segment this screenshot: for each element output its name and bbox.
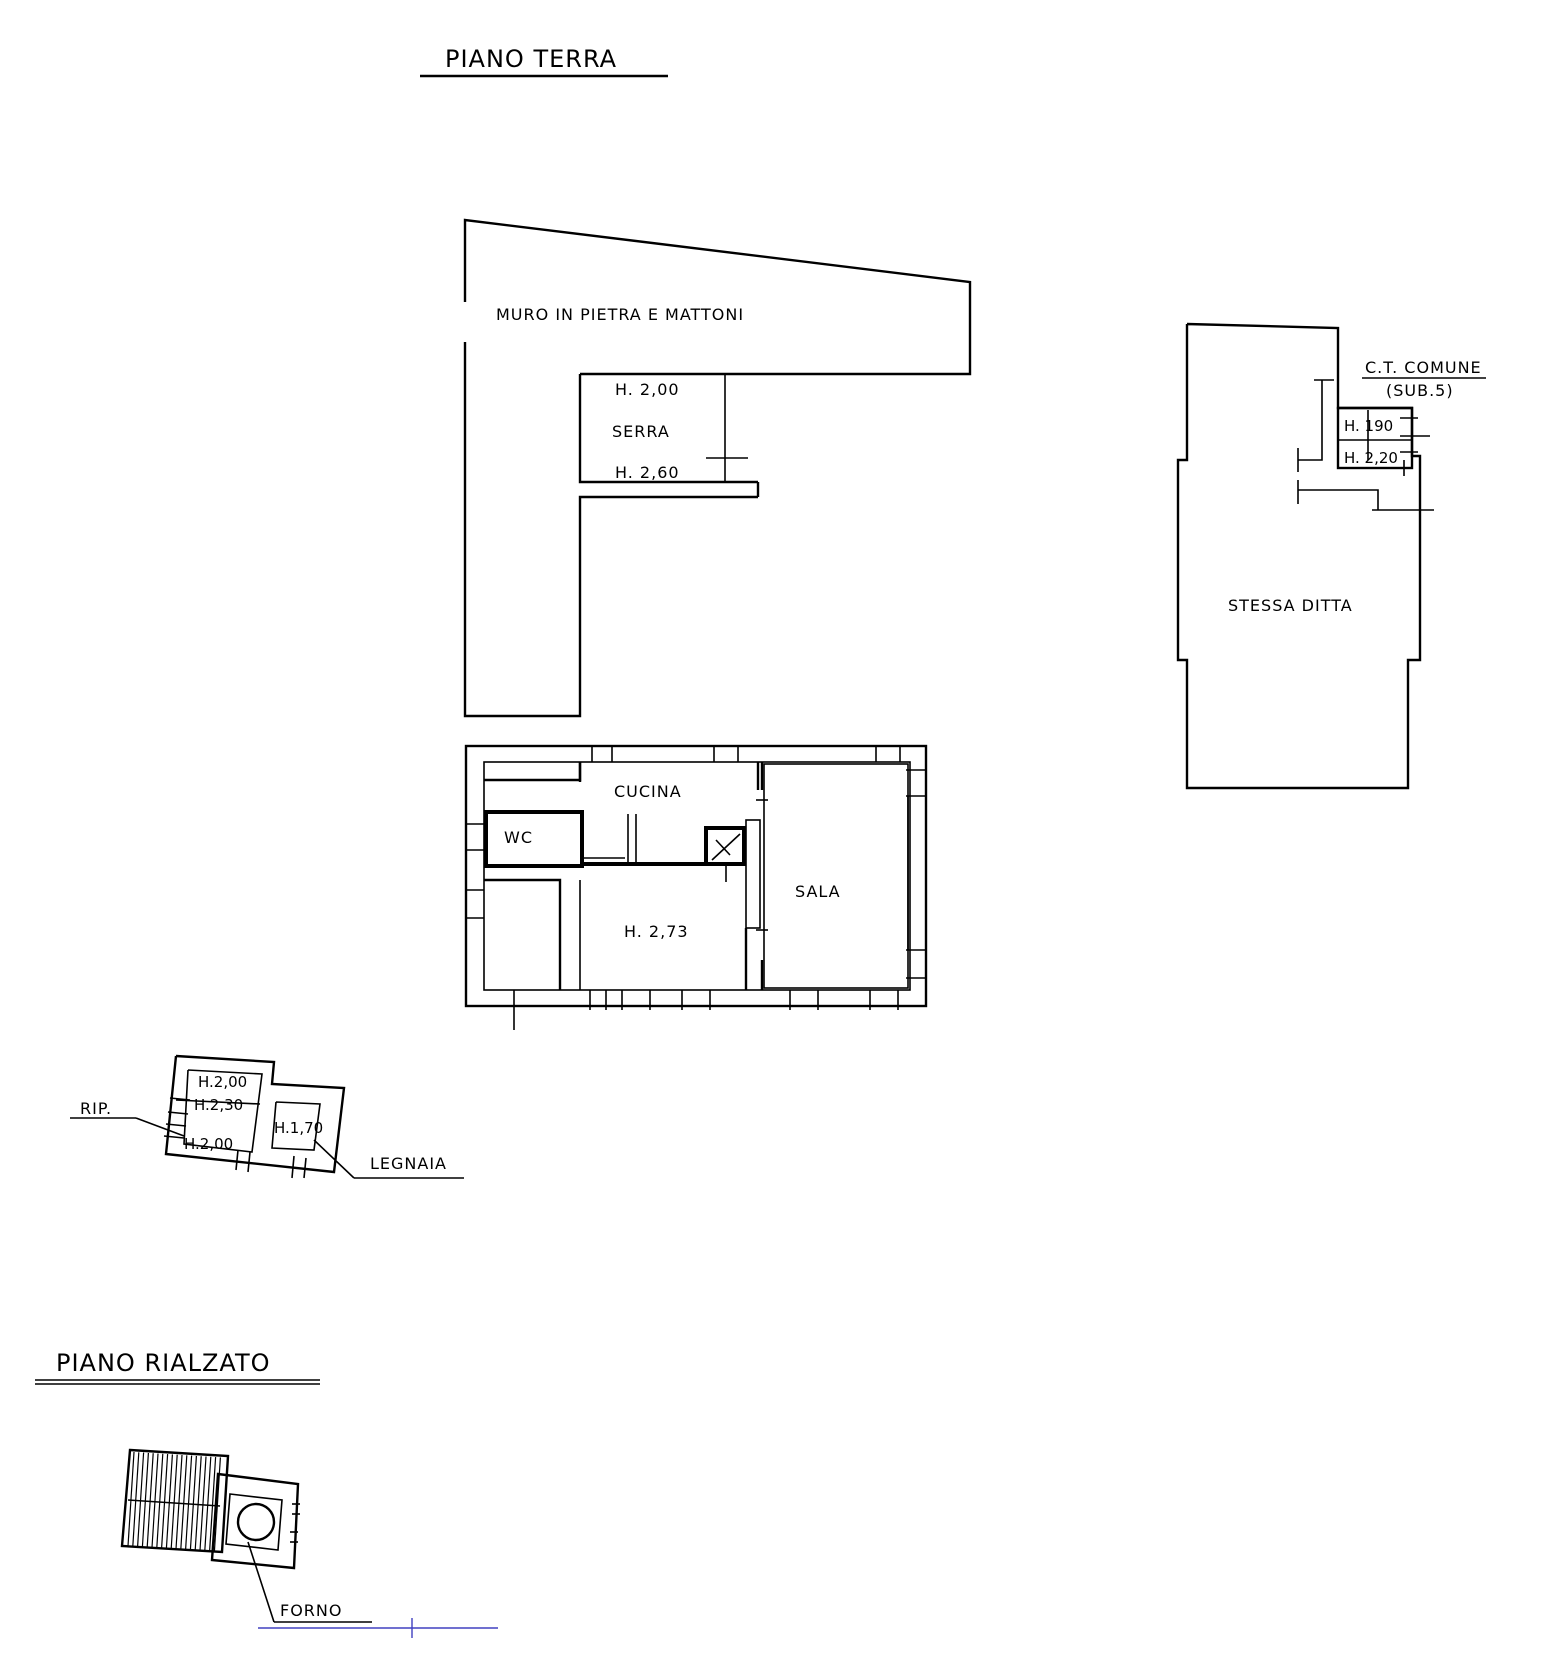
stair-tread xyxy=(156,1453,164,1548)
serra-label: SERRA xyxy=(612,422,670,441)
neighbour-plan: C.T. COMUNE (SUB.5) H. 190 H. 2,20 STESS… xyxy=(1176,322,1486,790)
outbuilding-height-a: H.2,00 xyxy=(198,1073,247,1091)
stair-tread xyxy=(132,1452,140,1547)
wc-label: WC xyxy=(504,828,533,847)
stair-tread xyxy=(165,1454,173,1549)
stair-tread xyxy=(161,1454,169,1549)
ct-height-2: H. 2,20 xyxy=(1344,449,1398,467)
outbuilding-height-c: H.2,00 xyxy=(184,1135,233,1153)
forno-label: FORNO xyxy=(280,1601,342,1620)
stair-tread xyxy=(175,1454,183,1550)
ground-floor-title: PIANO TERRA xyxy=(445,45,617,73)
stair-tread xyxy=(194,1456,202,1551)
raised-floor-plan: FORNO xyxy=(120,1448,498,1638)
rip-label: RIP. xyxy=(80,1099,112,1118)
main-height-label: H. 2,73 xyxy=(624,922,689,941)
stone-wall-label: MURO IN PIETRA E MATTONI xyxy=(496,305,744,324)
stessa-ditta-label: STESSA DITTA xyxy=(1228,596,1353,615)
ground-floor-title-group: PIANO TERRA xyxy=(420,45,668,78)
stair-tread xyxy=(180,1455,188,1550)
outbuilding-plan: RIP. LEGNAIA H.2,00 H.2,30 H.2,00 H.1,70 xyxy=(70,1054,464,1179)
ct-sub-label: (SUB.5) xyxy=(1386,381,1454,400)
stair-tread xyxy=(209,1457,217,1552)
outbuilding-height-b: H.2,30 xyxy=(194,1096,243,1114)
stair-tread xyxy=(170,1454,178,1549)
cucina-label: CUCINA xyxy=(614,782,682,801)
raised-floor-title: PIANO RIALZATO xyxy=(56,1349,271,1377)
stair-tread xyxy=(151,1453,159,1548)
legnaia-label: LEGNAIA xyxy=(370,1154,447,1173)
stair-tread xyxy=(141,1452,149,1547)
serra-height-bottom: H. 2,60 xyxy=(615,463,680,482)
raised-floor-title-group: PIANO RIALZATO xyxy=(35,1349,320,1385)
house-plan: CUCINA WC SALA H. 2,73 xyxy=(464,744,928,1030)
ct-height-1: H. 190 xyxy=(1344,417,1393,435)
stair-tread xyxy=(185,1455,193,1550)
outbuilding-height-d: H.1,70 xyxy=(274,1119,323,1137)
sala-label: SALA xyxy=(795,882,841,901)
stair-tread xyxy=(146,1453,154,1548)
stair-tread xyxy=(137,1452,145,1547)
stair-tread xyxy=(127,1451,135,1547)
stair-tread xyxy=(199,1456,207,1551)
stone-wall-plan: MURO IN PIETRA E MATTONI H. 2,00 SERRA H… xyxy=(463,218,972,718)
stair-tread xyxy=(204,1456,212,1551)
ct-comune-label: C.T. COMUNE xyxy=(1365,358,1482,377)
serra-height-top: H. 2,00 xyxy=(615,380,680,399)
stair-tread xyxy=(189,1455,197,1550)
